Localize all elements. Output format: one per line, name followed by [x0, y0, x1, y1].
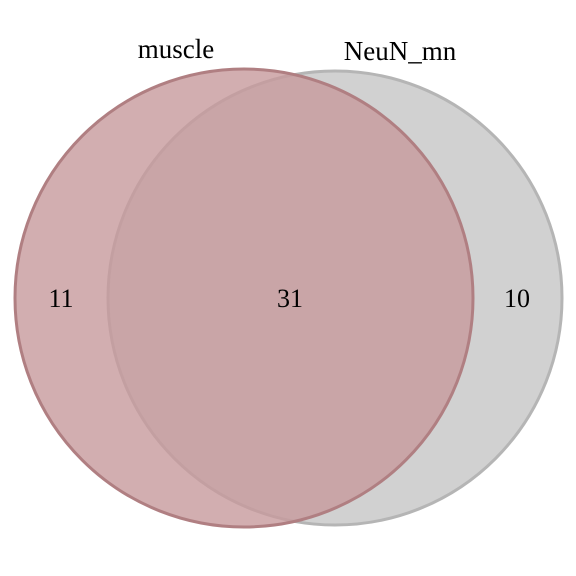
set-label-neun-mn: NeuN_mn [344, 36, 457, 66]
count-muscle-only: 11 [48, 284, 73, 313]
count-neun-mn-only: 10 [504, 284, 530, 313]
count-intersection: 31 [277, 284, 303, 313]
set-circle-muscle [13, 67, 475, 529]
set-label-muscle: muscle [138, 34, 214, 64]
